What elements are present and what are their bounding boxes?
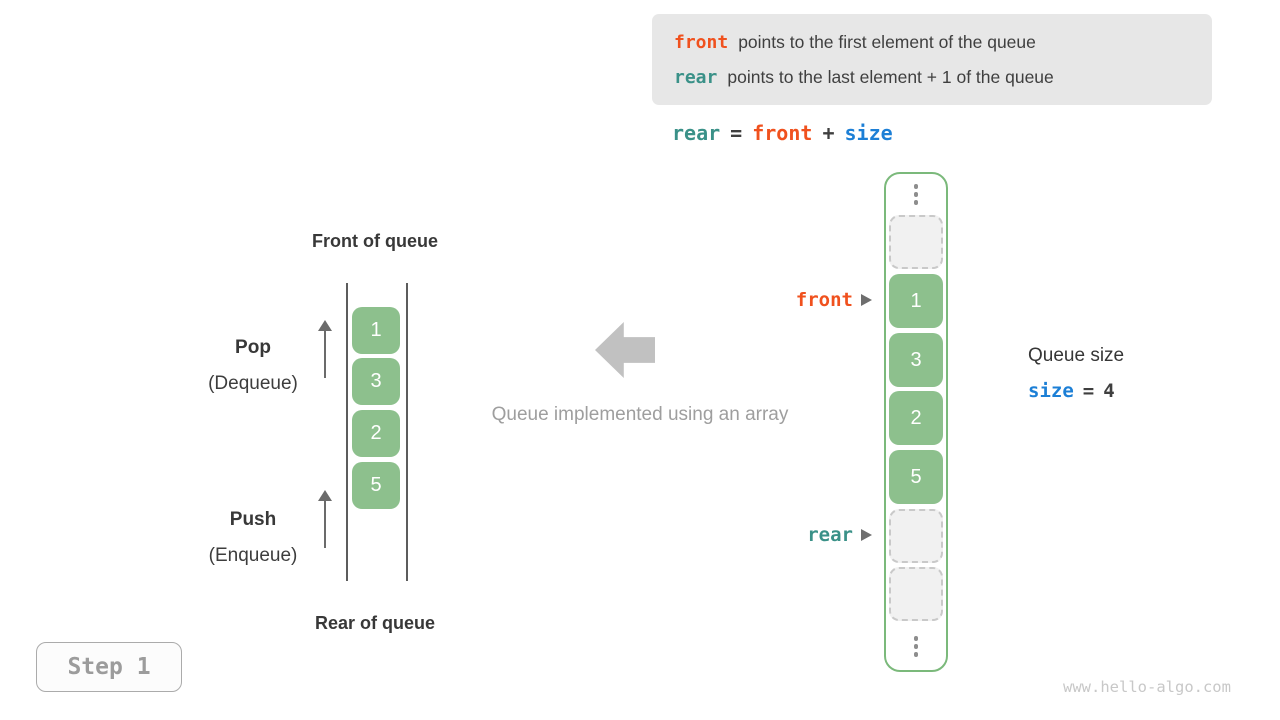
queue-size-group: Queue size size = 4: [1028, 343, 1124, 402]
formula-equals: =: [730, 121, 743, 145]
pop-label-group: Pop (Dequeue): [178, 335, 328, 397]
dequeue-label: (Dequeue): [208, 373, 298, 394]
formula-rear: rear: [672, 121, 721, 145]
left-queue-cell: 5: [352, 462, 400, 509]
array-cell: 3: [889, 333, 943, 387]
queue-channel-left-wall: [346, 283, 348, 581]
front-pointer-label: front: [795, 289, 853, 311]
push-label-group: Push (Enqueue): [178, 507, 328, 569]
formula-rear-front-size: rear = front + size: [672, 121, 893, 145]
front-keyword: front: [674, 31, 729, 53]
left-queue-cell: 1: [352, 307, 400, 354]
pointer-explanation-box: front points to the first element of the …: [652, 14, 1212, 105]
left-block-arrow-icon: [595, 322, 655, 378]
push-label: Push: [229, 509, 277, 530]
rear-keyword: rear: [674, 66, 718, 88]
empty-array-slot: [889, 215, 943, 269]
front-explanation-text: points to the first element of the queue: [738, 31, 1036, 52]
watermark: www.hello-algo.com: [1063, 678, 1231, 696]
pop-label: Pop: [235, 337, 271, 358]
left-queue-cell: 3: [352, 358, 400, 405]
rear-pointer-label: rear: [807, 524, 853, 546]
queue-size-equation: size = 4: [1028, 380, 1124, 402]
rear-explanation-text: points to the last element + 1 of the qu…: [727, 66, 1054, 87]
rear-explanation: rear points to the last element + 1 of th…: [674, 61, 1212, 94]
front-pointer-arrow-icon: [861, 294, 872, 306]
formula-front: front: [752, 121, 813, 145]
push-direction-arrow-icon: [318, 490, 332, 548]
rear-pointer-arrow-icon: [861, 529, 872, 541]
center-caption: Queue implemented using an array: [491, 404, 789, 425]
size-variable: size: [1028, 380, 1074, 402]
array-container: 1 3 2 5: [884, 172, 948, 672]
rear-of-queue-label: Rear of queue: [314, 613, 436, 633]
empty-array-slot: [889, 567, 943, 621]
empty-array-slot: [889, 509, 943, 563]
left-queue-cell: 2: [352, 410, 400, 457]
formula-size: size: [844, 121, 893, 145]
pop-direction-arrow-icon: [318, 320, 332, 378]
array-cell: 5: [889, 450, 943, 504]
formula-plus: +: [822, 121, 835, 145]
ellipsis-top-icon: [886, 184, 946, 205]
step-badge: Step 1: [36, 642, 182, 692]
queue-size-label: Queue size: [1028, 345, 1125, 366]
size-equals: =: [1082, 380, 1095, 402]
array-cell: 1: [889, 274, 943, 328]
queue-channel-right-wall: [406, 283, 408, 581]
front-explanation: front points to the first element of the …: [674, 26, 1212, 59]
enqueue-label: (Enqueue): [208, 545, 298, 566]
front-pointer: front: [760, 287, 872, 313]
size-value: 4: [1103, 380, 1115, 402]
ellipsis-bottom-icon: [886, 636, 946, 657]
rear-pointer: rear: [760, 522, 872, 548]
front-of-queue-label: Front of queue: [312, 231, 438, 251]
array-cell: 2: [889, 391, 943, 445]
